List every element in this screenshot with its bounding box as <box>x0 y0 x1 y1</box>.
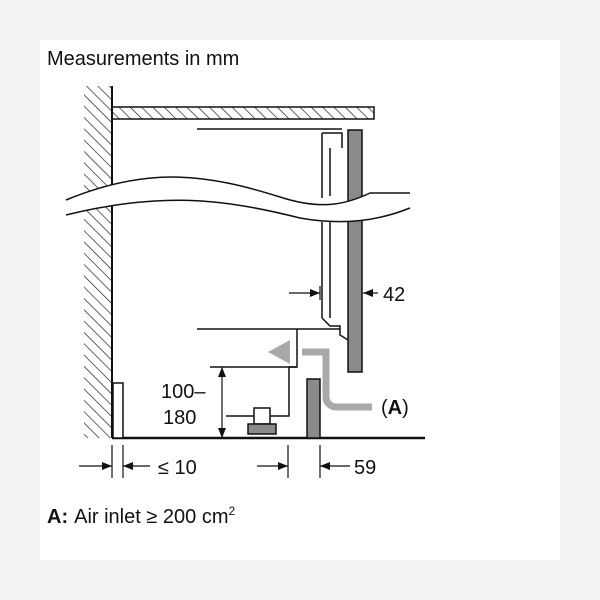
dimension-gap-label: ≤ 10 <box>158 457 197 479</box>
airflow-arrow <box>268 340 372 412</box>
callout-close: ) <box>402 397 409 419</box>
break-line <box>65 176 411 223</box>
diagram-title: Measurements in mm <box>47 48 239 70</box>
dimension-42 <box>289 286 378 300</box>
door-panel <box>347 129 363 373</box>
dimension-height-bottom: 180 <box>163 407 196 429</box>
legend-superscript: 2 <box>228 504 235 518</box>
worktop <box>111 106 375 120</box>
callout-a: (A) <box>381 397 409 419</box>
dimension-height-top: 100– <box>161 381 206 403</box>
dimension-depth-label: 59 <box>354 457 376 479</box>
dimension-height <box>218 367 226 438</box>
callout-open: ( <box>381 397 388 419</box>
plinth-panel <box>306 378 321 439</box>
rear-spacer <box>112 382 124 439</box>
dimension-bottom <box>79 445 350 478</box>
legend: A: Air inlet ≥ 200 cm2 <box>47 504 235 528</box>
dimension-42-label: 42 <box>383 284 405 306</box>
legend-text: Air inlet ≥ 200 cm <box>74 506 228 528</box>
diagram-canvas <box>40 40 560 560</box>
adjustable-foot <box>247 407 277 435</box>
wall <box>84 86 113 438</box>
callout-letter: A <box>388 397 402 419</box>
legend-key: A: <box>47 506 68 528</box>
